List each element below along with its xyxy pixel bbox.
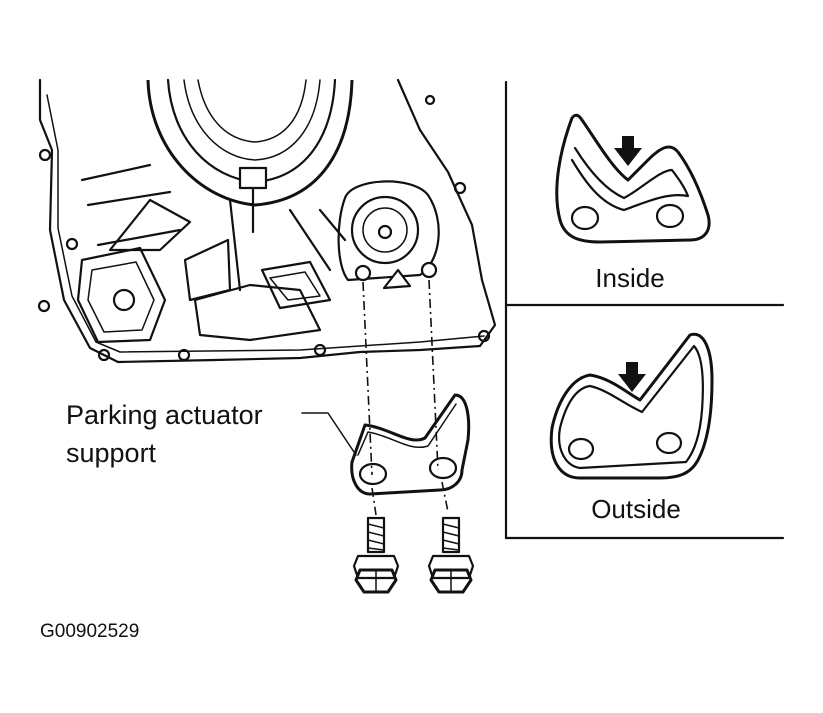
inside-label: Inside xyxy=(595,263,664,293)
leader-line xyxy=(301,412,357,456)
inset-frame xyxy=(504,80,785,540)
arrow-down-icon xyxy=(614,136,642,166)
part-label-line1: Parking actuator xyxy=(66,400,263,430)
bolt-left xyxy=(352,516,400,594)
outside-view xyxy=(549,332,714,480)
figure-id: G00902529 xyxy=(40,621,139,642)
outside-label: Outside xyxy=(591,494,681,524)
parking-actuator-support xyxy=(350,393,471,496)
part-label-line2: support xyxy=(66,438,157,468)
arrow-down-icon xyxy=(618,362,646,392)
alignment-lines xyxy=(362,279,449,516)
inside-view xyxy=(555,113,711,244)
bolt-right xyxy=(427,516,475,594)
transmission-case xyxy=(37,78,497,364)
